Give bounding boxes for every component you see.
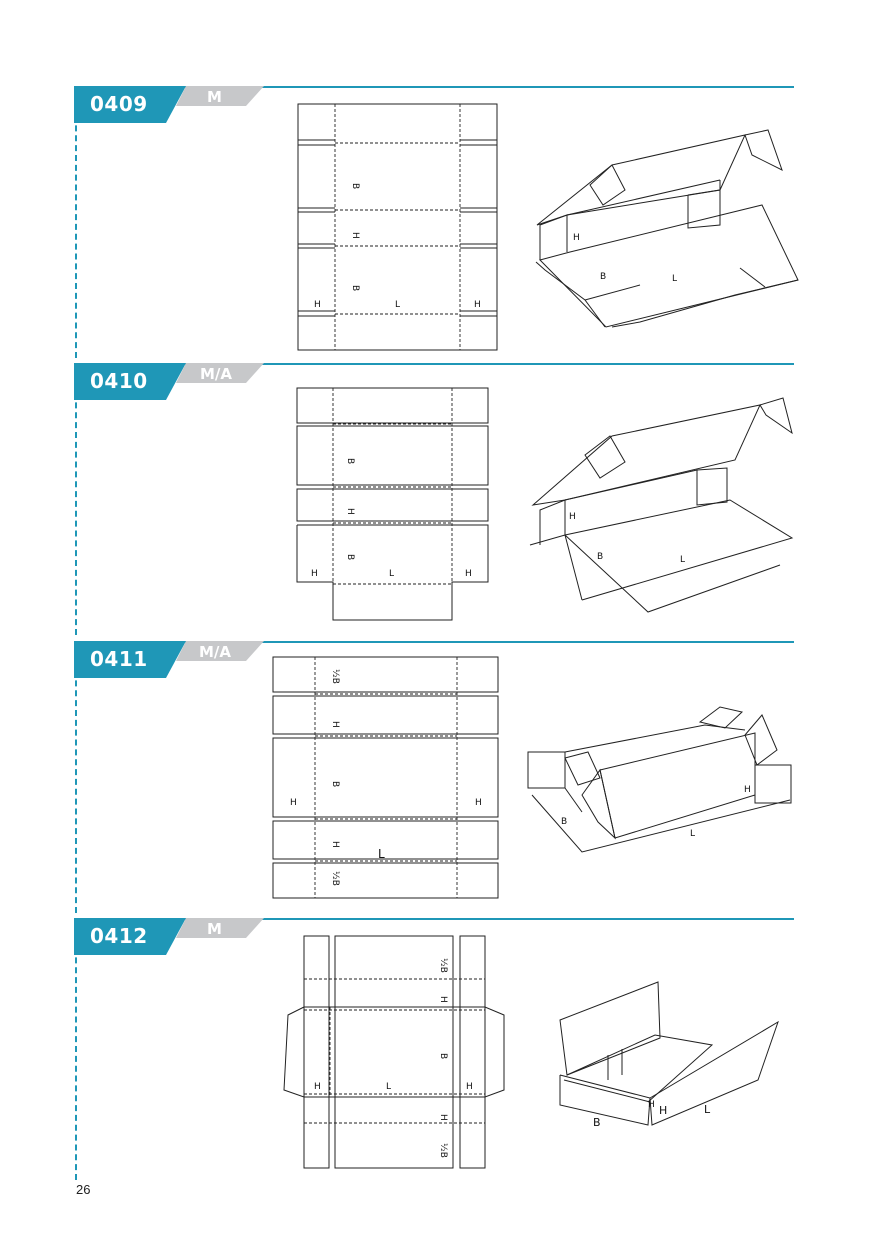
header-tab-shape — [74, 918, 264, 955]
dim-label-b: B — [330, 781, 340, 787]
dim-label-h: H — [290, 798, 297, 808]
dim-label-h: H — [465, 569, 472, 579]
dim-label-h: H — [438, 996, 448, 1003]
dim-label-h: H — [466, 1082, 473, 1092]
dim-label-b: B — [593, 1116, 601, 1129]
die-line-0409: B H B H L H — [297, 103, 498, 351]
dim-label-b: B — [350, 285, 360, 291]
dim-label-h: H — [311, 569, 318, 579]
style-type: M — [207, 920, 222, 938]
section-0409: 0409 M B H B H L H — [0, 86, 872, 361]
dim-label-b: B — [600, 272, 606, 282]
dim-label-b: B — [561, 817, 567, 827]
section-margin-line — [75, 363, 77, 635]
dim-label-h: H — [330, 841, 340, 848]
section-margin-line — [75, 641, 77, 913]
dim-label-h: H — [569, 512, 576, 522]
dim-label-b: B — [345, 458, 355, 464]
box-illustration-0410: H B L — [529, 397, 794, 613]
style-code: 0409 — [90, 92, 148, 116]
header-tab-shape — [74, 641, 264, 678]
section-rule — [76, 86, 794, 88]
dim-label-l: L — [672, 274, 677, 284]
style-type: M/A — [200, 365, 233, 383]
dim-label-l: L — [690, 829, 695, 839]
dim-label-h: H — [350, 232, 360, 239]
header-tab-shape — [74, 86, 264, 123]
dim-label-l: L — [680, 555, 685, 565]
style-code: 0410 — [90, 369, 148, 393]
dim-label-h: H — [345, 508, 355, 515]
section-rule — [76, 641, 794, 643]
page-number: 26 — [76, 1182, 91, 1197]
dim-label-half-b: ½B — [438, 1143, 448, 1158]
style-code: 0411 — [90, 647, 148, 671]
dim-label-l: L — [389, 569, 394, 579]
section-0410: 0410 M/A B H B H L H H — [0, 363, 872, 638]
dim-label-l: L — [386, 1082, 391, 1092]
dim-label-l: L — [395, 300, 400, 310]
section-header — [74, 363, 274, 403]
dim-label-b: B — [350, 183, 360, 189]
section-0412: 0412 M ½B H B H L H H ½B B H — [0, 918, 872, 1183]
section-0411: 0411 M/A ½B H B H ½B H H L — [0, 641, 872, 916]
style-type: M — [207, 88, 222, 106]
dim-label-h: H — [330, 721, 340, 728]
dim-label-b: B — [345, 554, 355, 560]
section-margin-line — [75, 86, 77, 358]
dim-label-h: H — [474, 300, 481, 310]
section-header — [74, 86, 274, 126]
die-line-0411: ½B H B H ½B H H L — [272, 656, 499, 899]
dim-label-h: H — [659, 1104, 667, 1117]
dim-label-l: L — [704, 1103, 711, 1116]
dim-label-l: L — [378, 847, 385, 861]
dim-label-h: H — [314, 1082, 321, 1092]
style-code: 0412 — [90, 924, 148, 948]
dim-label-h: H — [438, 1114, 448, 1121]
dim-label-b: B — [597, 552, 603, 562]
box-illustration-0409: H B L — [535, 129, 799, 328]
header-tab-shape — [74, 363, 264, 400]
section-header — [74, 918, 274, 958]
dim-label-h: H — [648, 1100, 655, 1110]
die-line-0412: ½B H B H L H H ½B — [283, 935, 505, 1169]
dim-label-h: H — [744, 785, 751, 795]
dim-label-half-b: ½B — [330, 669, 340, 684]
die-line-0410: B H B H L H — [296, 387, 489, 621]
dim-label-b: B — [438, 1053, 448, 1059]
section-rule — [76, 918, 794, 920]
box-illustration-0412: B H H L — [559, 981, 779, 1129]
dim-label-half-b: ½B — [330, 871, 340, 886]
style-type: M/A — [199, 643, 232, 661]
dim-label-h: H — [475, 798, 482, 808]
dim-label-h: H — [573, 233, 580, 243]
dim-label-h: H — [314, 300, 321, 310]
box-illustration-0411: B H L — [527, 706, 792, 853]
section-margin-line — [75, 918, 77, 1180]
dim-label-half-b: ½B — [438, 958, 448, 973]
section-rule — [76, 363, 794, 365]
section-header — [74, 641, 274, 681]
